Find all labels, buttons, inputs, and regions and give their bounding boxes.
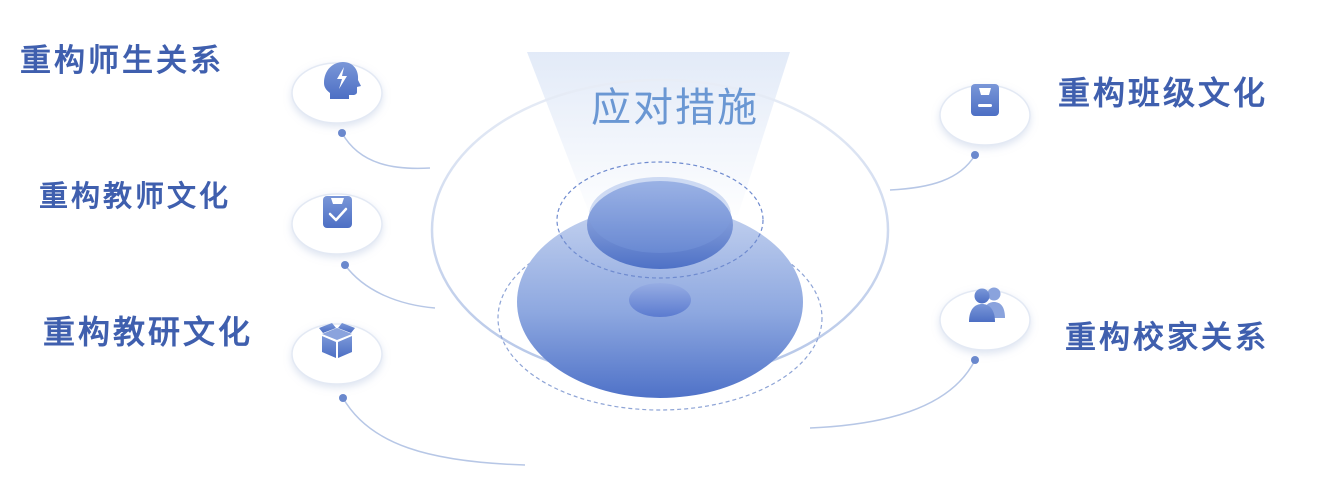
middle-disk xyxy=(629,283,691,317)
upper-dashed-orbit xyxy=(556,161,764,279)
two-people-icon xyxy=(969,287,1005,322)
open-box-icon xyxy=(319,323,355,358)
center-title: 应对措施 xyxy=(591,85,759,131)
measure-label-class-culture: 重构班级文化 xyxy=(1058,74,1269,112)
measure-label-teacher-culture: 重构教师文化 xyxy=(39,179,232,213)
connector-1 xyxy=(341,132,431,170)
connector-dot-5 xyxy=(971,356,979,364)
connector-3 xyxy=(342,397,526,466)
connector-5 xyxy=(809,359,976,429)
top-disk-rim xyxy=(589,177,731,253)
connector-dot-2 xyxy=(341,261,349,269)
top-disk xyxy=(587,181,733,269)
connector-dot-4 xyxy=(971,151,979,159)
connector-dot-1 xyxy=(338,129,346,137)
measure-label-teacher-student: 重构师生关系 xyxy=(20,43,224,79)
icon-disc-3 xyxy=(291,323,383,385)
connector-2 xyxy=(344,264,436,309)
connector-dot-3 xyxy=(339,394,347,402)
clipboard-check-icon xyxy=(323,196,352,228)
connector-4 xyxy=(889,154,976,191)
measure-label-research-culture: 重构教研文化 xyxy=(43,313,254,351)
measure-label-school-family: 重构校家关系 xyxy=(1065,320,1269,356)
id-badge-icon xyxy=(971,84,999,116)
lightbulb-head-icon xyxy=(324,62,361,99)
